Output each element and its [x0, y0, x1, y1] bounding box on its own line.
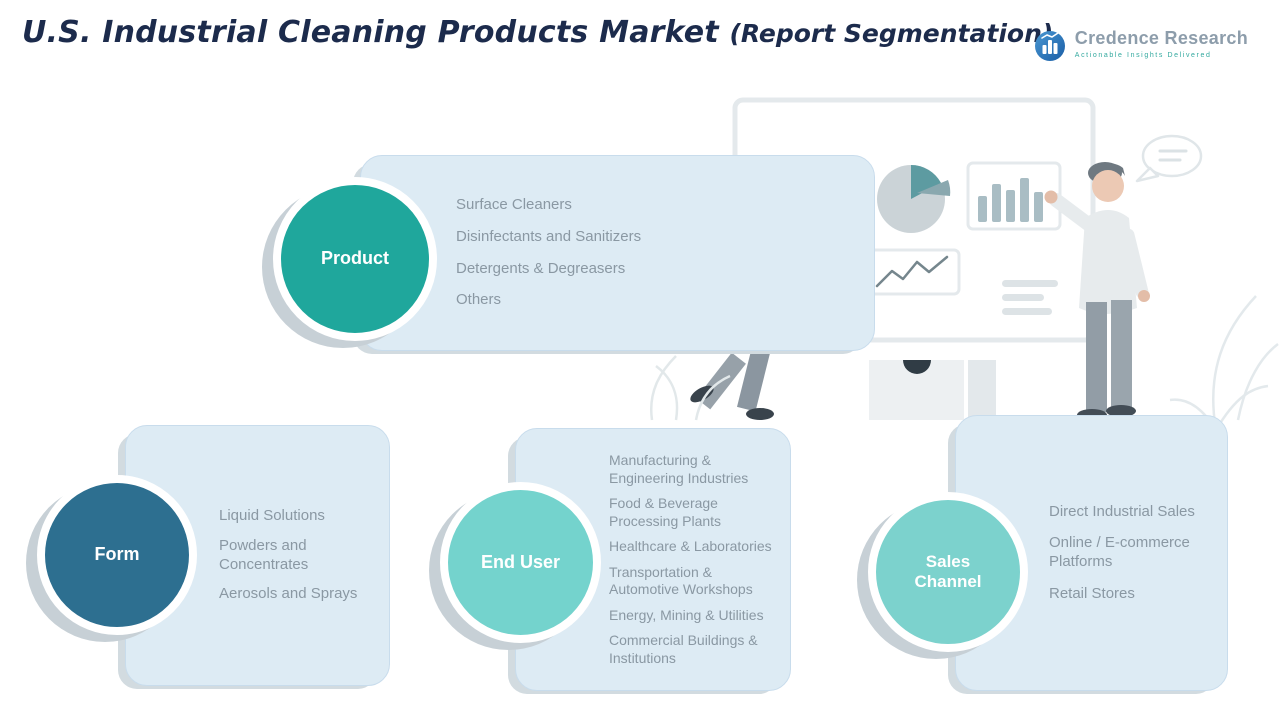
board-text-lines [1002, 280, 1058, 315]
speech-bubble-icon [1135, 134, 1203, 183]
segment-item: Surface Cleaners [456, 196, 572, 213]
segment-item: Others [456, 291, 502, 309]
segment-item: Healthcare & Laboratories [609, 538, 772, 554]
segment-item: Retail Stores [1049, 584, 1135, 602]
segment-label-sales-channel: Sales Channel [914, 551, 982, 591]
segment-label-product: Product [320, 248, 389, 269]
segment-label-form: Form [94, 544, 140, 565]
segment-circle-sales-channel: Sales Channel [868, 492, 1028, 652]
segment-item: Transportation & Automotive Workshops [609, 563, 753, 598]
segment-circle-product: Product [273, 177, 437, 341]
segment-circle-end-user: End User [440, 482, 601, 643]
segment-item: Energy, Mining & Utilities [609, 606, 764, 623]
presenter-person [1044, 162, 1150, 421]
leaf-decoration [1169, 295, 1279, 431]
logo-tagline: Actionable Insights Delivered [1074, 52, 1212, 59]
credence-logo-icon [1034, 31, 1065, 61]
segment-item: Online / E-commerce Platforms [1049, 534, 1190, 570]
cabinet [869, 360, 996, 420]
page-title-subtitle: (Report Segmentation) [729, 19, 1054, 48]
segment-item: Aerosols and Sprays [219, 585, 358, 603]
segment-item: Manufacturing & Engineering Industries [609, 452, 749, 486]
pie-chart-icon [877, 165, 951, 233]
segment-item: Liquid Solutions [219, 507, 325, 524]
segment-label-end-user: End User [480, 551, 561, 572]
logo-name: Credence Research [1074, 28, 1248, 48]
segment-item: Commercial Buildings & Institutions [609, 632, 758, 666]
segment-item: Detergents & Degreasers [456, 259, 626, 277]
segment-item: Powders and Concentrates [219, 536, 309, 573]
segment-item: Direct Industrial Sales [1049, 502, 1195, 520]
segment-circle-form: Form [37, 475, 197, 635]
seated-person-legs [690, 348, 774, 420]
bar-chart-icon [966, 161, 1062, 231]
page-title: U.S. Industrial Cleaning Products Market… [22, 12, 1053, 50]
page-title-main: U.S. Industrial Cleaning Products Market [22, 15, 730, 50]
credence-research-logo: Credence Research Actionable Insights De… [1032, 28, 1248, 64]
segment-item: Food & Beverage Processing Plants [609, 495, 722, 529]
segment-item: Disinfectants and Sanitizers [456, 227, 642, 245]
logo-text: Credence Research Actionable Insights De… [1075, 28, 1248, 59]
line-chart-icon [867, 248, 961, 296]
plant-decoration [649, 355, 731, 421]
